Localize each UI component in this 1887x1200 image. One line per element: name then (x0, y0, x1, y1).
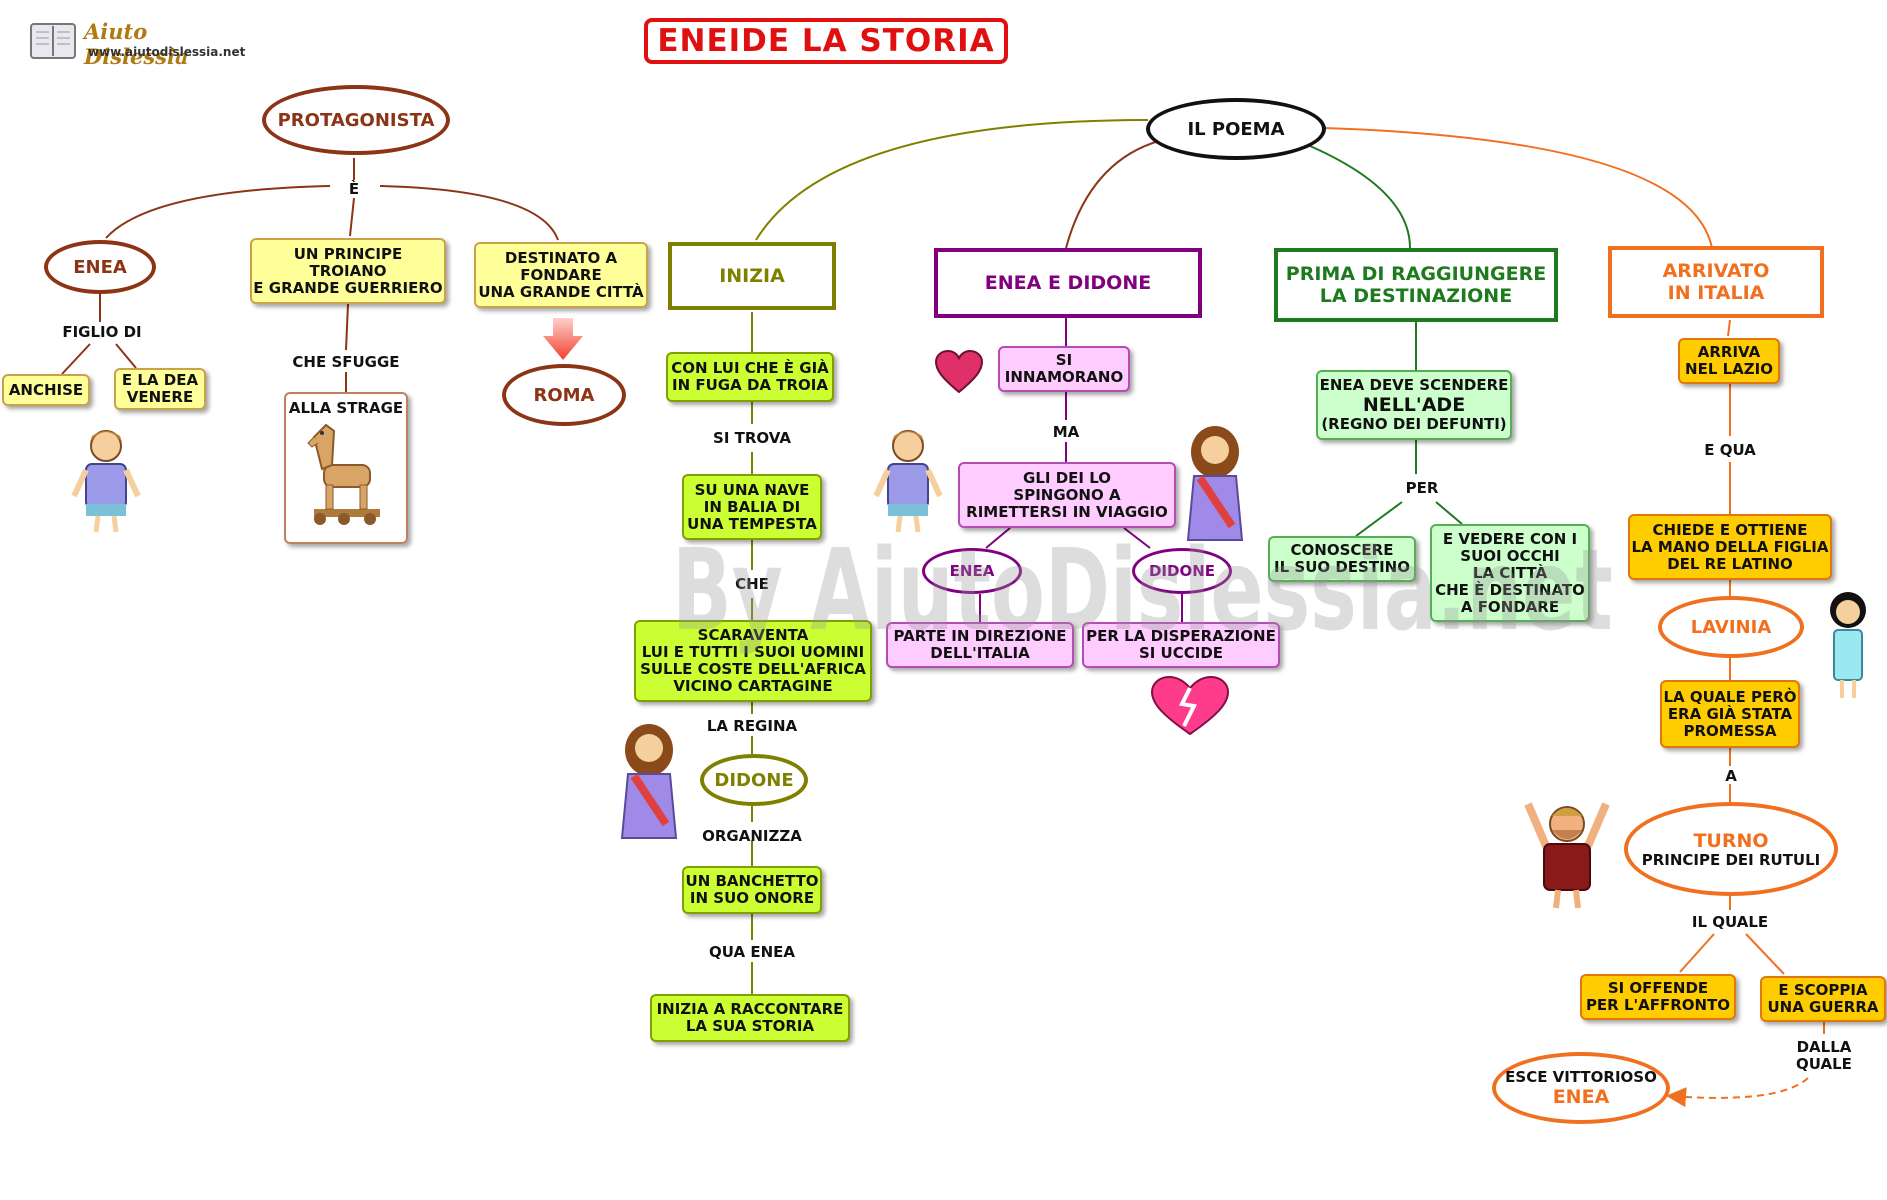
node-su-nave: SU UNA NAVE IN BALIA DI UNA TEMPESTA (682, 474, 822, 540)
label-la-regina: LA REGINA (706, 716, 798, 735)
turno-name: TURNO (1693, 829, 1769, 852)
book-icon (30, 23, 76, 59)
label-e-qua: E QUA (1704, 440, 1756, 459)
node-parte-italia: PARTE IN DIREZIONE DELL'ITALIA (886, 622, 1074, 668)
node-promessa: LA QUALE PERÒ ERA GIÀ STATA PROMESSA (1660, 680, 1800, 748)
dido-figure-icon (1186, 426, 1244, 541)
node-conoscere: CONOSCERE IL SUO DESTINO (1268, 536, 1416, 582)
ade-line-1: ENEA DEVE SCENDERE (1319, 376, 1509, 394)
node-lazio: ARRIVA NEL LAZIO (1678, 338, 1780, 384)
label-a: A (1725, 766, 1737, 785)
node-banchetto: UN BANCHETTO IN SUO ONORE (682, 866, 822, 914)
node-si-offende: SI OFFENDE PER L'AFFRONTO (1580, 974, 1736, 1020)
node-enea-small: ENEA (922, 548, 1022, 594)
aeneas-figure-icon-2 (873, 430, 943, 533)
node-didone-oval: DIDONE (700, 754, 808, 806)
node-alla-strage: ALLA STRAGE (284, 392, 408, 544)
label-organizza: ORGANIZZA (702, 826, 802, 845)
lavinia-figure-icon (1830, 592, 1866, 698)
node-dea-venere: E LA DEA VENERE (114, 368, 206, 410)
node-esce-vittorioso: ESCE VITTORIOSO ENEA (1492, 1052, 1670, 1124)
label-che: CHE (735, 574, 769, 593)
node-lavinia: LAVINIA (1658, 596, 1804, 658)
label-si-trova: SI TROVA (713, 428, 791, 447)
node-con-lui: CON LUI CHE È GIÀ IN FUGA DA TROIA (666, 352, 834, 402)
label-ma: MA (1052, 422, 1080, 441)
node-chiede: CHIEDE E OTTIENE LA MANO DELLA FIGLIA DE… (1628, 514, 1832, 580)
node-vedere: E VEDERE CON I SUOI OCCHI LA CITTÀ CHE È… (1430, 524, 1590, 622)
node-arrivato-italia: ARRIVATO IN ITALIA (1608, 246, 1824, 318)
label-qua-enea: QUA ENEA (709, 942, 795, 961)
node-didone-small: DIDONE (1132, 548, 1232, 594)
site-logo[interactable]: Aiuto Dislessia www.aiutodislessia.net (28, 18, 245, 69)
label-il-quale: IL QUALE (1691, 912, 1769, 931)
dido-figure-icon-2 (620, 724, 678, 839)
label-che-sfugge: CHE SFUGGE (292, 352, 400, 371)
logo-url: www.aiutodislessia.net (88, 45, 246, 59)
ade-line-2: NELL'ADE (1362, 394, 1466, 416)
node-scoppia-guerra: E SCOPPIA UNA GUERRA (1760, 976, 1886, 1022)
turno-subtitle: PRINCIPE DEI RUTULI (1641, 850, 1821, 869)
heart-icon (934, 350, 984, 394)
down-arrow-icon (543, 318, 583, 360)
alla-strage-label: ALLA STRAGE (288, 399, 404, 417)
label-per: PER (1405, 478, 1439, 497)
ade-line-3: (REGNO DEI DEFUNTI) (1321, 415, 1507, 433)
node-scaraventa: SCARAVENTA LUI E TUTTI I SUOI UOMINI SUL… (634, 620, 872, 702)
label-figlio-di: FIGLIO DI (62, 322, 142, 341)
node-enea-e-didone: ENEA E DIDONE (934, 248, 1202, 318)
node-prima-destinazione: PRIMA DI RAGGIUNGERE LA DESTINAZIONE (1274, 248, 1558, 322)
node-disperazione: PER LA DISPERAZIONE SI UCCIDE (1082, 622, 1280, 668)
node-anchise: ANCHISE (2, 374, 90, 406)
node-roma: ROMA (502, 364, 626, 426)
logo-name: Aiuto Dislessia (84, 19, 189, 69)
broken-heart-icon (1150, 676, 1230, 736)
trojan-horse-icon (307, 423, 380, 525)
node-si-innamorano: SI INNAMORANO (998, 346, 1130, 392)
node-turno: TURNO PRINCIPE DEI RUTULI (1624, 802, 1838, 896)
esce-label: ESCE VITTORIOSO (1505, 1067, 1657, 1086)
node-enea: ENEA (44, 240, 156, 294)
node-raccontare: INIZIA A RACCONTARE LA SUA STORIA (650, 994, 850, 1042)
node-ade: ENEA DEVE SCENDERE NELL'ADE (REGNO DEI D… (1316, 370, 1512, 440)
node-destinato-fondare: DESTINATO A FONDARE UNA GRANDE CITTÀ (474, 242, 648, 308)
label-dalla-quale: DALLA QUALE (1796, 1038, 1852, 1073)
node-protagonista: PROTAGONISTA (262, 85, 450, 155)
turnus-figure-icon (1524, 802, 1610, 909)
node-inizia: INIZIA (668, 242, 836, 310)
node-gli-dei: GLI DEI LO SPINGONO A RIMETTERSI IN VIAG… (958, 462, 1176, 528)
aeneas-figure-icon (71, 430, 141, 533)
esce-enea: ENEA (1552, 1085, 1610, 1108)
node-principe-troiano: UN PRINCIPE TROIANO E GRANDE GUERRIERO (250, 238, 446, 304)
label-e: È (348, 179, 360, 198)
node-il-poema: IL POEMA (1146, 98, 1326, 160)
page-title: ENEIDE LA STORIA (644, 18, 1008, 64)
